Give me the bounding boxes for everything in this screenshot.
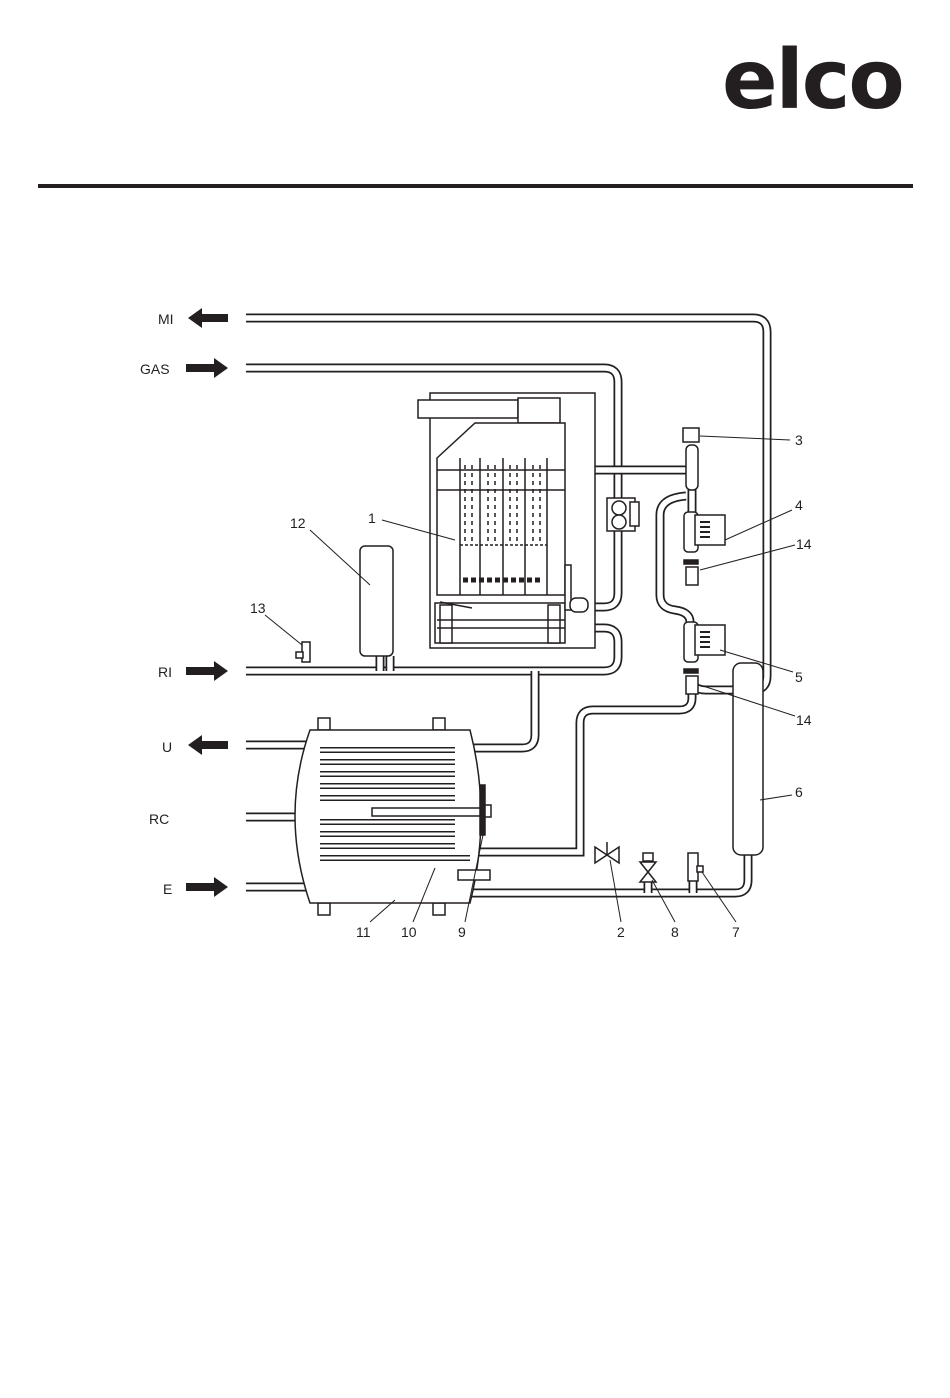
arrow-left-icon xyxy=(188,308,228,328)
pipe-vessel12 xyxy=(375,656,395,671)
label-e: E xyxy=(163,881,172,897)
arrow-left-icon xyxy=(188,735,228,755)
pump-4 xyxy=(683,511,726,586)
arrow-right-icon xyxy=(186,661,228,681)
callout-3: 3 xyxy=(795,432,803,448)
valve-2 xyxy=(594,842,620,865)
pipe-ri xyxy=(246,623,623,676)
callout-7: 7 xyxy=(732,924,740,940)
label-rc: RC xyxy=(149,811,169,827)
callout-2: 2 xyxy=(617,924,625,940)
pipe-bottom xyxy=(465,855,753,898)
boiler-heat-exchanger xyxy=(417,392,596,649)
header-rule xyxy=(38,184,913,188)
callout-13: 13 xyxy=(250,600,266,616)
pump-5 xyxy=(683,621,726,695)
callout-14: 14 xyxy=(796,536,812,552)
pipe-ri-tank xyxy=(460,671,540,753)
arrow-right-icon xyxy=(186,877,228,897)
callout-5: 5 xyxy=(795,669,803,685)
valve-7 xyxy=(687,852,704,882)
label-ri: RI xyxy=(158,664,172,680)
label-mi: MI xyxy=(158,311,174,327)
leader-lines xyxy=(264,435,796,923)
safety-valve-13 xyxy=(295,641,311,663)
components xyxy=(294,392,764,916)
pipe-gas xyxy=(246,363,623,612)
pipe-tees xyxy=(643,881,698,893)
arrow-right-icon xyxy=(186,358,228,378)
callout-4: 4 xyxy=(795,497,803,513)
flow-arrows xyxy=(186,308,228,897)
callout-10: 10 xyxy=(401,924,417,940)
air-separator xyxy=(682,427,700,491)
callout-9: 9 xyxy=(458,924,466,940)
callout-1: 1 xyxy=(368,510,376,526)
expansion-vessel-12 xyxy=(359,545,394,657)
pipe-loop xyxy=(655,491,695,623)
callout-8: 8 xyxy=(671,924,679,940)
expansion-vessel-6 xyxy=(732,662,764,856)
storage-tank xyxy=(294,717,492,916)
callout-11: 11 xyxy=(356,924,371,940)
callout-12: 12 xyxy=(290,515,306,531)
label-gas: GAS xyxy=(140,361,170,377)
valve-8 xyxy=(638,852,658,883)
callout-14: 14 xyxy=(796,712,812,728)
gas-valve xyxy=(606,497,640,532)
callout-6: 6 xyxy=(795,784,803,800)
pipe-p5-tank xyxy=(470,694,697,857)
elco-logo: elco xyxy=(722,33,905,128)
label-u: U xyxy=(162,739,172,755)
